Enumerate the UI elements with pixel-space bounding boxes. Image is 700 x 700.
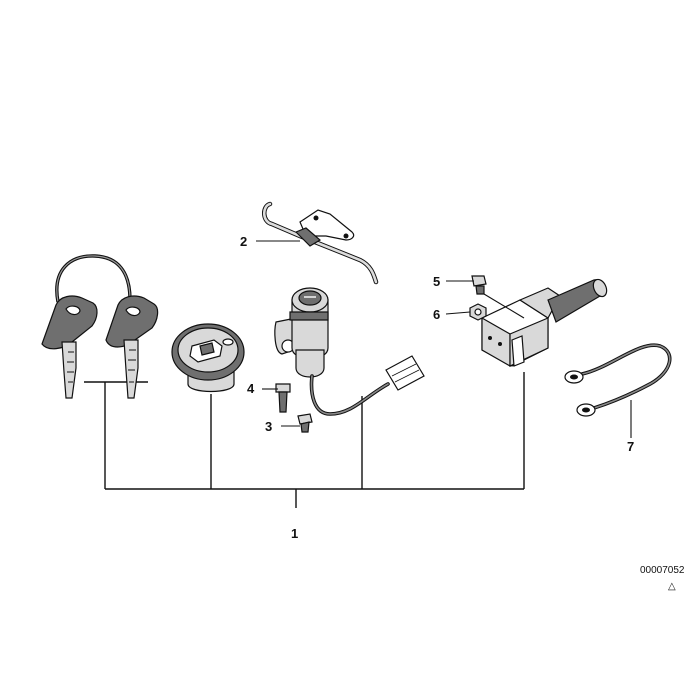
callout-6: 6 (433, 307, 440, 322)
callout-5: 5 (433, 274, 440, 289)
screw-3 (297, 413, 313, 433)
fuel-filler-cap (171, 323, 245, 393)
nut-6 (469, 303, 487, 321)
revision-triangle-icon: △ (668, 581, 676, 592)
key-left (41, 295, 98, 399)
key-right (105, 295, 159, 399)
callout-3: 3 (265, 419, 272, 434)
ignition-bracket (262, 201, 379, 285)
callout-7: 7 (627, 439, 634, 454)
leader-lines (256, 240, 632, 438)
callout-4: 4 (247, 381, 255, 396)
relay-module (481, 278, 608, 368)
document-number: 00007052 (640, 565, 685, 576)
assembly-bracket-1 (84, 372, 525, 508)
screw-4 (275, 383, 291, 413)
screw-5 (471, 275, 487, 295)
ignition-lock (274, 287, 425, 416)
callout-2: 2 (240, 234, 247, 249)
callout-1: 1 (291, 526, 298, 541)
ground-cable (564, 343, 672, 417)
key-set (41, 254, 159, 399)
